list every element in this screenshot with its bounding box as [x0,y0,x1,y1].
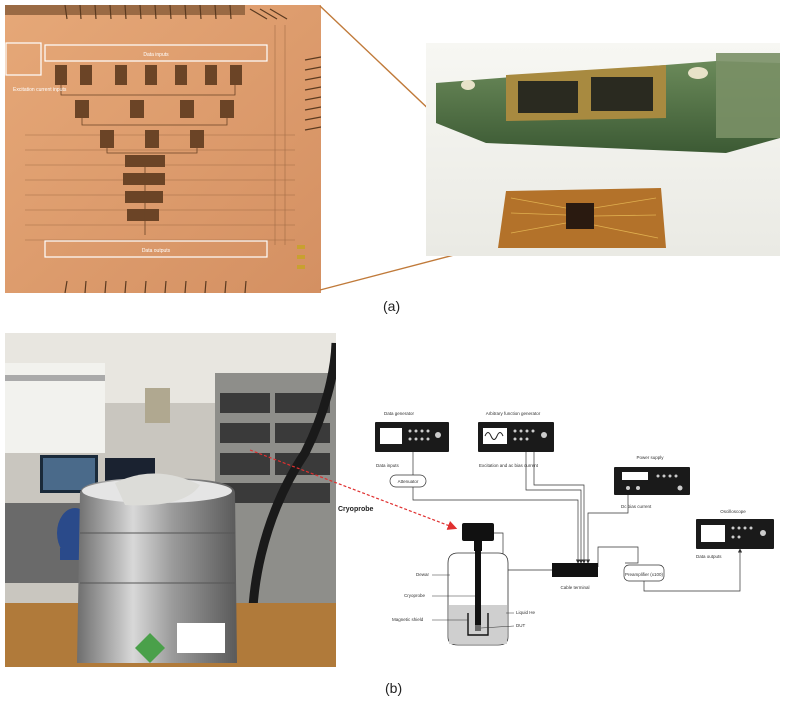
panel-a-label: (a) [383,298,401,314]
panel-b-label: (b) [385,680,403,696]
oscilloscope-label: Oscilloscope [720,509,746,514]
power-supply-instrument [614,467,690,495]
magnetic-shield [467,613,489,636]
power-supply-label: Power supply [636,455,664,460]
cryoprobe-label: Cryoprobe [404,593,426,598]
arbitrary-function-generator-label: Arbitrary function generator [486,411,541,416]
chip-micrograph: Data inputs Data outputs Excitation curr… [5,4,322,294]
data-outputs-label: Data outputs [696,554,722,559]
cryoprobe-head [462,523,494,541]
lab-photo [5,333,341,667]
chip-excitation-label: Excitation current inputs [13,87,67,93]
cryoprobe-callout-label: Cryoprobe [338,506,374,513]
attenuator-box [389,474,427,488]
dewar-label: Dewar [416,572,430,577]
cryoprobe-rod [475,545,481,627]
magnetic-shield-label: Magnetic shield [392,617,424,622]
data-generator-label: Data generator [384,411,415,416]
data-inputs-label: Data inputs [376,463,400,468]
chip-data-inputs-label: Data inputs [143,52,169,58]
probe-photo [426,43,780,256]
chip-data-outputs-label: Data outputs [142,248,171,254]
preamplifier-label: Preamplifier (x100) [625,572,664,577]
cable-terminal-label: Cable terminal [560,585,589,590]
dc-bias-current-label: Dc bias current [621,504,652,509]
dut-label: DUT [516,623,525,628]
preamplifier-box [623,564,665,582]
attenuator-label: Attenuator [398,479,419,484]
measurement-schematic: Data generator Arbitrary function genera… [338,411,774,646]
cable-terminal-box [552,563,598,577]
excitation-current-label: Excitation and ac bias current [479,463,539,468]
liquid-he-label: Liquid He [516,610,536,615]
